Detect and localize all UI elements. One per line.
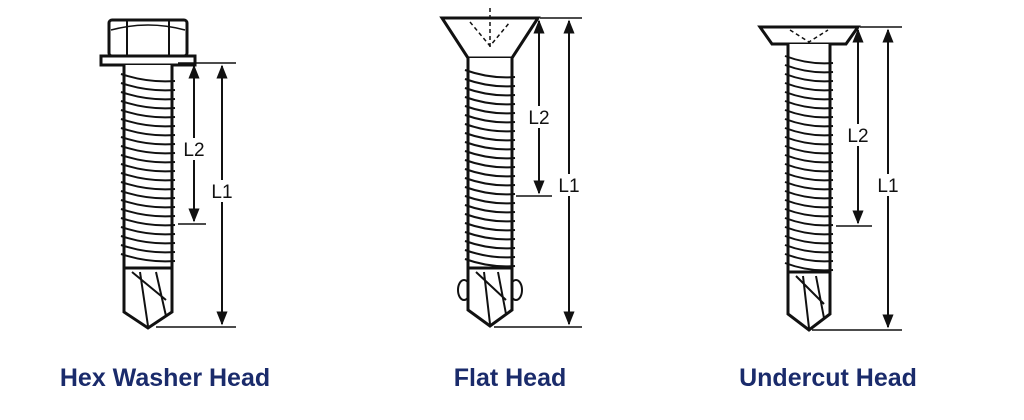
- thread-line: [464, 231, 516, 241]
- thread-line: [120, 208, 176, 218]
- thread-line: [120, 127, 176, 137]
- thread-line: [784, 190, 834, 200]
- thread-line: [464, 177, 516, 187]
- dimension-label-l2: L2: [847, 126, 868, 147]
- thread-line: [120, 82, 176, 92]
- thread-line: [464, 168, 516, 178]
- thread-line: [784, 118, 834, 128]
- thread-line: [464, 123, 516, 133]
- thread-line: [784, 109, 834, 119]
- thread-line: [464, 249, 516, 259]
- thread-line: [464, 150, 516, 160]
- thread-line: [120, 253, 176, 263]
- thread-line: [120, 163, 176, 173]
- thread-line: [464, 141, 516, 151]
- thread-line: [464, 240, 516, 250]
- thread-line: [120, 217, 176, 227]
- thread-line: [784, 55, 834, 65]
- thread-line: [464, 69, 516, 79]
- thread-line: [784, 163, 834, 173]
- hex-washer-head-screw: L2 L1 Hex Washer Head: [60, 18, 270, 392]
- thread-line: [784, 253, 834, 263]
- thread-line: [784, 91, 834, 101]
- screw-caption: Flat Head: [454, 364, 567, 392]
- thread-line: [784, 217, 834, 227]
- thread-line: [784, 244, 834, 254]
- thread-line: [120, 199, 176, 209]
- thread-line: [784, 208, 834, 218]
- screw-caption: Undercut Head: [739, 364, 917, 392]
- thread-line: [120, 190, 176, 200]
- thread-line: [784, 127, 834, 137]
- undercut-head-icon: [757, 25, 861, 332]
- thread-line: [464, 78, 516, 88]
- thread-line: [784, 136, 834, 146]
- thread-line: [120, 235, 176, 245]
- thread-line: [464, 222, 516, 232]
- screw-caption: Hex Washer Head: [60, 364, 270, 392]
- thread-line: [784, 199, 834, 209]
- thread-line: [120, 145, 176, 155]
- thread-line: [120, 136, 176, 146]
- thread-line: [120, 91, 176, 101]
- thread-line: [464, 213, 516, 223]
- thread-line: [784, 262, 834, 272]
- thread-pattern: [784, 55, 834, 272]
- thread-line: [464, 114, 516, 124]
- undercut-head-screw: L2 L1 Undercut Head: [739, 25, 917, 392]
- thread-line: [120, 100, 176, 110]
- thread-line: [784, 154, 834, 164]
- thread-line: [464, 105, 516, 115]
- thread-line: [464, 204, 516, 214]
- dimension-label-l1: L1: [877, 176, 898, 197]
- thread-line: [784, 226, 834, 236]
- thread-line: [784, 235, 834, 245]
- dimension-label-l2: L2: [183, 140, 204, 161]
- thread-line: [464, 87, 516, 97]
- thread-line: [784, 73, 834, 83]
- thread-line: [120, 154, 176, 164]
- thread-line: [120, 118, 176, 128]
- flat-head-screw: L2 L1 Flat Head: [439, 8, 583, 392]
- thread-line: [464, 195, 516, 205]
- thread-line: [120, 73, 176, 83]
- hex-washer-head-icon: [99, 18, 197, 330]
- flat-head-icon: [439, 8, 541, 328]
- thread-line: [464, 258, 516, 268]
- thread-line: [784, 100, 834, 110]
- thread-line: [464, 186, 516, 196]
- thread-line: [120, 172, 176, 182]
- thread-line: [464, 159, 516, 169]
- thread-line: [120, 181, 176, 191]
- thread-line: [784, 181, 834, 191]
- thread-line: [784, 145, 834, 155]
- thread-line: [784, 82, 834, 92]
- dimension-label-l2: L2: [528, 108, 549, 129]
- thread-line: [784, 64, 834, 74]
- thread-line: [120, 226, 176, 236]
- thread-pattern: [120, 73, 176, 263]
- thread-line: [464, 132, 516, 142]
- thread-pattern: [464, 69, 516, 268]
- thread-line: [464, 96, 516, 106]
- thread-line: [784, 172, 834, 182]
- thread-line: [120, 244, 176, 254]
- thread-line: [120, 109, 176, 119]
- dimension-label-l1: L1: [558, 176, 579, 197]
- dimension-label-l1: L1: [211, 182, 232, 203]
